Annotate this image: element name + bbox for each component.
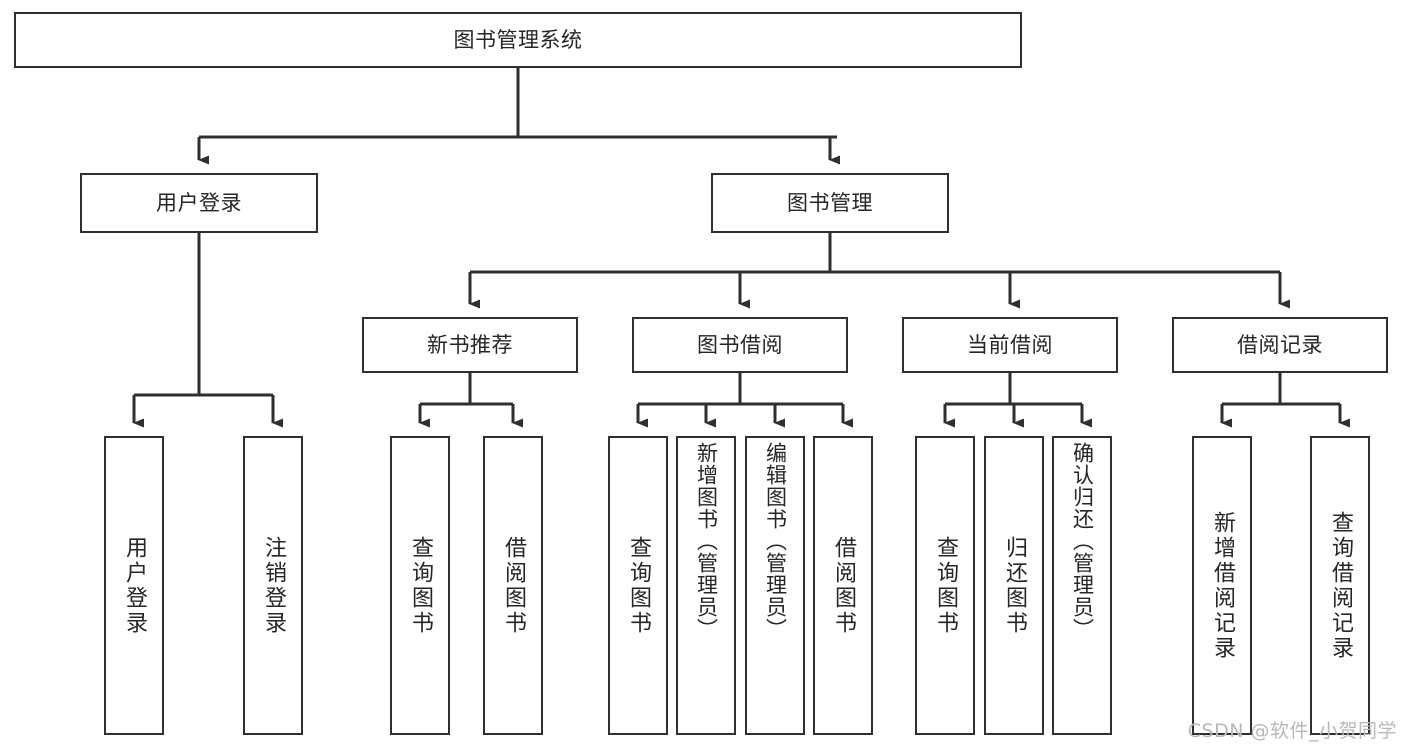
node-leaf-edit-book-label: 编辑图书（管理员） [763, 442, 788, 640]
node-book-borrow-label: 图书借阅 [697, 332, 783, 357]
node-user-login[interactable]: 用户登录 [80, 173, 318, 233]
node-book-borrow[interactable]: 图书借阅 [632, 317, 848, 373]
node-leaf-return-book[interactable]: 归还图书 [984, 436, 1044, 735]
node-leaf-add-record[interactable]: 新增借阅记录 [1192, 436, 1252, 735]
node-borrow-record[interactable]: 借阅记录 [1172, 317, 1388, 373]
node-current-borrow[interactable]: 当前借阅 [902, 317, 1118, 373]
node-leaf-borrow-book-1[interactable]: 借阅图书 [483, 436, 543, 735]
node-user-login-label: 用户登录 [156, 190, 242, 215]
node-leaf-borrow-book-2[interactable]: 借阅图书 [813, 436, 873, 735]
node-new-book-rec-label: 新书推荐 [427, 332, 513, 357]
node-book-manage-label: 图书管理 [787, 190, 873, 215]
node-leaf-user-login-label: 用户登录 [122, 535, 147, 636]
node-leaf-query-book-3-label: 查询图书 [933, 535, 958, 636]
node-root-label: 图书管理系统 [453, 27, 583, 52]
csdn-watermark: CSDN @软件_小贺同学 [1187, 720, 1397, 742]
node-new-book-rec[interactable]: 新书推荐 [362, 317, 578, 373]
node-leaf-borrow-book-2-label: 借阅图书 [831, 535, 856, 636]
node-leaf-user-logout[interactable]: 注销登录 [243, 436, 303, 735]
node-leaf-query-book-2-label: 查询图书 [626, 535, 651, 636]
node-leaf-borrow-book-1-label: 借阅图书 [501, 535, 526, 636]
node-leaf-confirm-return[interactable]: 确认归还（管理员） [1052, 436, 1112, 735]
node-leaf-add-book-label: 新增图书（管理员） [694, 442, 719, 640]
node-leaf-query-book-2[interactable]: 查询图书 [608, 436, 668, 735]
node-leaf-query-book-1[interactable]: 查询图书 [390, 436, 450, 735]
node-root[interactable]: 图书管理系统 [14, 12, 1022, 68]
node-leaf-add-book[interactable]: 新增图书（管理员） [676, 436, 736, 735]
node-leaf-confirm-return-label: 确认归还（管理员） [1070, 442, 1095, 640]
node-leaf-user-logout-label: 注销登录 [261, 535, 286, 636]
node-leaf-query-book-3[interactable]: 查询图书 [915, 436, 975, 735]
node-leaf-query-record[interactable]: 查询借阅记录 [1310, 436, 1370, 735]
node-leaf-edit-book[interactable]: 编辑图书（管理员） [745, 436, 805, 735]
node-borrow-record-label: 借阅记录 [1237, 332, 1323, 357]
node-leaf-query-record-label: 查询借阅记录 [1328, 510, 1353, 661]
node-current-borrow-label: 当前借阅 [967, 332, 1053, 357]
node-leaf-return-book-label: 归还图书 [1002, 535, 1027, 636]
node-leaf-query-book-1-label: 查询图书 [408, 535, 433, 636]
node-leaf-user-login[interactable]: 用户登录 [104, 436, 164, 735]
node-book-manage[interactable]: 图书管理 [711, 173, 949, 233]
node-leaf-add-record-label: 新增借阅记录 [1210, 510, 1235, 661]
